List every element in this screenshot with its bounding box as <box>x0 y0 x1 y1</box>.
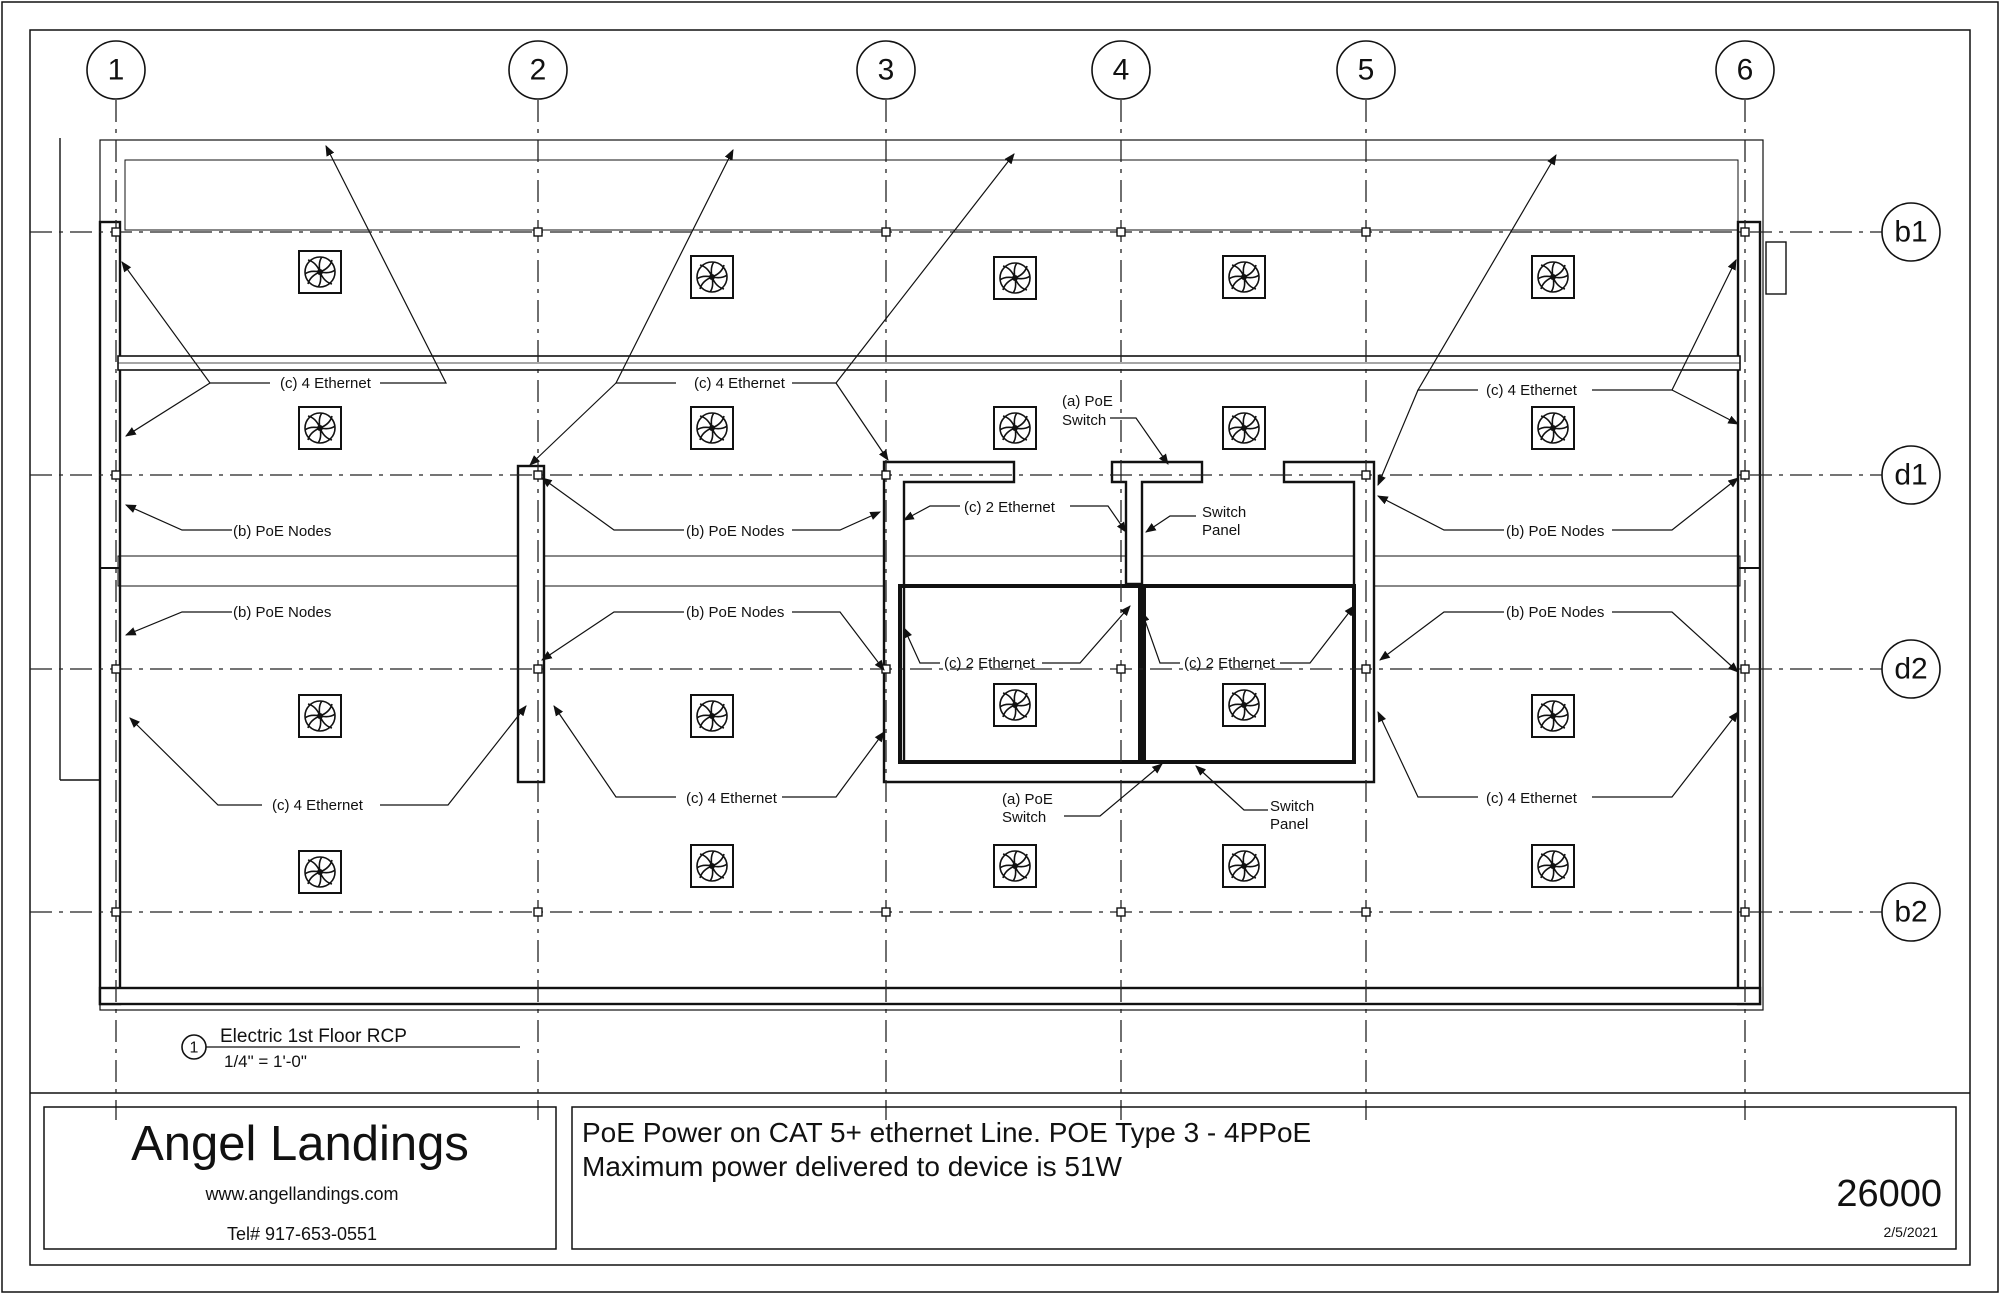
label-poe-nodes: (b) PoE Nodes <box>233 523 331 540</box>
svg-text:4: 4 <box>1113 54 1130 87</box>
poe-note-line-1: PoE Power on CAT 5+ ethernet Line. POE T… <box>582 1117 1311 1148</box>
view-number: 1 <box>190 1040 199 1057</box>
switch-room-outer <box>882 460 1376 784</box>
wall-right <box>1736 220 1762 1006</box>
sheet-date: 2/5/2021 <box>1884 1224 1939 1240</box>
company-website: www.angellandings.com <box>204 1184 398 1204</box>
label-poe-switch: Switch <box>1062 412 1106 429</box>
grid-bubble-col-2: 2 <box>508 40 568 100</box>
inner-border <box>29 29 1971 1266</box>
label-ethernet-4: (c) 4 Ethernet <box>686 790 778 807</box>
wall-bottom <box>98 986 1762 1006</box>
label-poe-nodes: (b) PoE Nodes <box>1506 523 1604 540</box>
label-poe-switch: (a) PoE <box>1062 393 1113 410</box>
wall-left <box>98 220 122 1006</box>
view-title: 1 Electric 1st Floor RCP 1/4" = 1'-0" <box>181 1026 520 1071</box>
label-ethernet-2: (c) 2 Ethernet <box>964 499 1056 516</box>
door-right <box>1765 241 1787 295</box>
label-poe-nodes: (b) PoE Nodes <box>233 604 331 621</box>
switch-room-b <box>1138 584 1356 764</box>
svg-text:d2: d2 <box>1894 653 1927 686</box>
svg-text:2: 2 <box>530 54 547 87</box>
grid-bubble-col-3: 3 <box>856 40 916 100</box>
label-ethernet-2: (c) 2 Ethernet <box>944 655 1036 672</box>
wall-column-2 <box>516 464 546 784</box>
label-switch-panel: Panel <box>1270 816 1308 833</box>
switch-room-a <box>898 584 1146 764</box>
label-switch-panel: Switch <box>1202 504 1246 521</box>
grid-bubble-row-b2: b2 <box>1881 882 1941 942</box>
svg-text:6: 6 <box>1737 54 1754 87</box>
grid-bubble-col-6: 6 <box>1715 40 1775 100</box>
svg-text:5: 5 <box>1358 54 1375 87</box>
label-ethernet-4: (c) 4 Ethernet <box>1486 382 1578 399</box>
title-block-notes <box>571 1106 1957 1250</box>
grid-bubble-col-4: 4 <box>1091 40 1151 100</box>
switch-room-partition <box>1110 460 1204 586</box>
company-phone: Tel# 917-653-0551 <box>227 1224 377 1244</box>
label-switch-panel: Switch <box>1270 798 1314 815</box>
grid-bubble-col-5: 5 <box>1336 40 1396 100</box>
svg-text:d1: d1 <box>1894 459 1927 492</box>
svg-text:b1: b1 <box>1894 216 1927 249</box>
svg-text:1: 1 <box>108 54 125 87</box>
roof-outline <box>99 139 1764 1011</box>
label-ethernet-4: (c) 4 Ethernet <box>272 797 364 814</box>
grid-bubble-row-d1: d1 <box>1881 445 1941 505</box>
label-poe-nodes: (b) PoE Nodes <box>686 523 784 540</box>
grid-bubble-row-b1: b1 <box>1881 202 1941 262</box>
poe-note-line-2: Maximum power delivered to device is 51W <box>582 1151 1123 1182</box>
grid-bubble-row-d2: d2 <box>1881 639 1941 699</box>
company-name: Angel Landings <box>131 1117 469 1171</box>
label-poe-nodes: (b) PoE Nodes <box>686 604 784 621</box>
label-ethernet-4: (c) 4 Ethernet <box>280 375 372 392</box>
label-poe-nodes: (b) PoE Nodes <box>1506 604 1604 621</box>
label-ethernet-2: (c) 2 Ethernet <box>1184 655 1276 672</box>
ceiling-fan-icon <box>298 250 1575 894</box>
svg-text:3: 3 <box>878 54 895 87</box>
poe-node-markers <box>111 227 1750 917</box>
grid-bubble-col-1: 1 <box>86 40 146 100</box>
label-ethernet-4: (c) 4 Ethernet <box>694 375 786 392</box>
view-title-text: Electric 1st Floor RCP <box>220 1026 407 1047</box>
view-scale: 1/4" = 1'-0" <box>224 1052 307 1071</box>
sheet-number: 26000 <box>1836 1173 1942 1215</box>
beam-lower <box>117 555 1741 587</box>
title-block-company <box>43 1106 557 1250</box>
svg-text:b2: b2 <box>1894 896 1927 929</box>
label-switch-panel: Panel <box>1202 522 1240 539</box>
label-poe-switch: Switch <box>1002 809 1046 826</box>
label-poe-switch: (a) PoE <box>1002 791 1053 808</box>
label-ethernet-4: (c) 4 Ethernet <box>1486 790 1578 807</box>
